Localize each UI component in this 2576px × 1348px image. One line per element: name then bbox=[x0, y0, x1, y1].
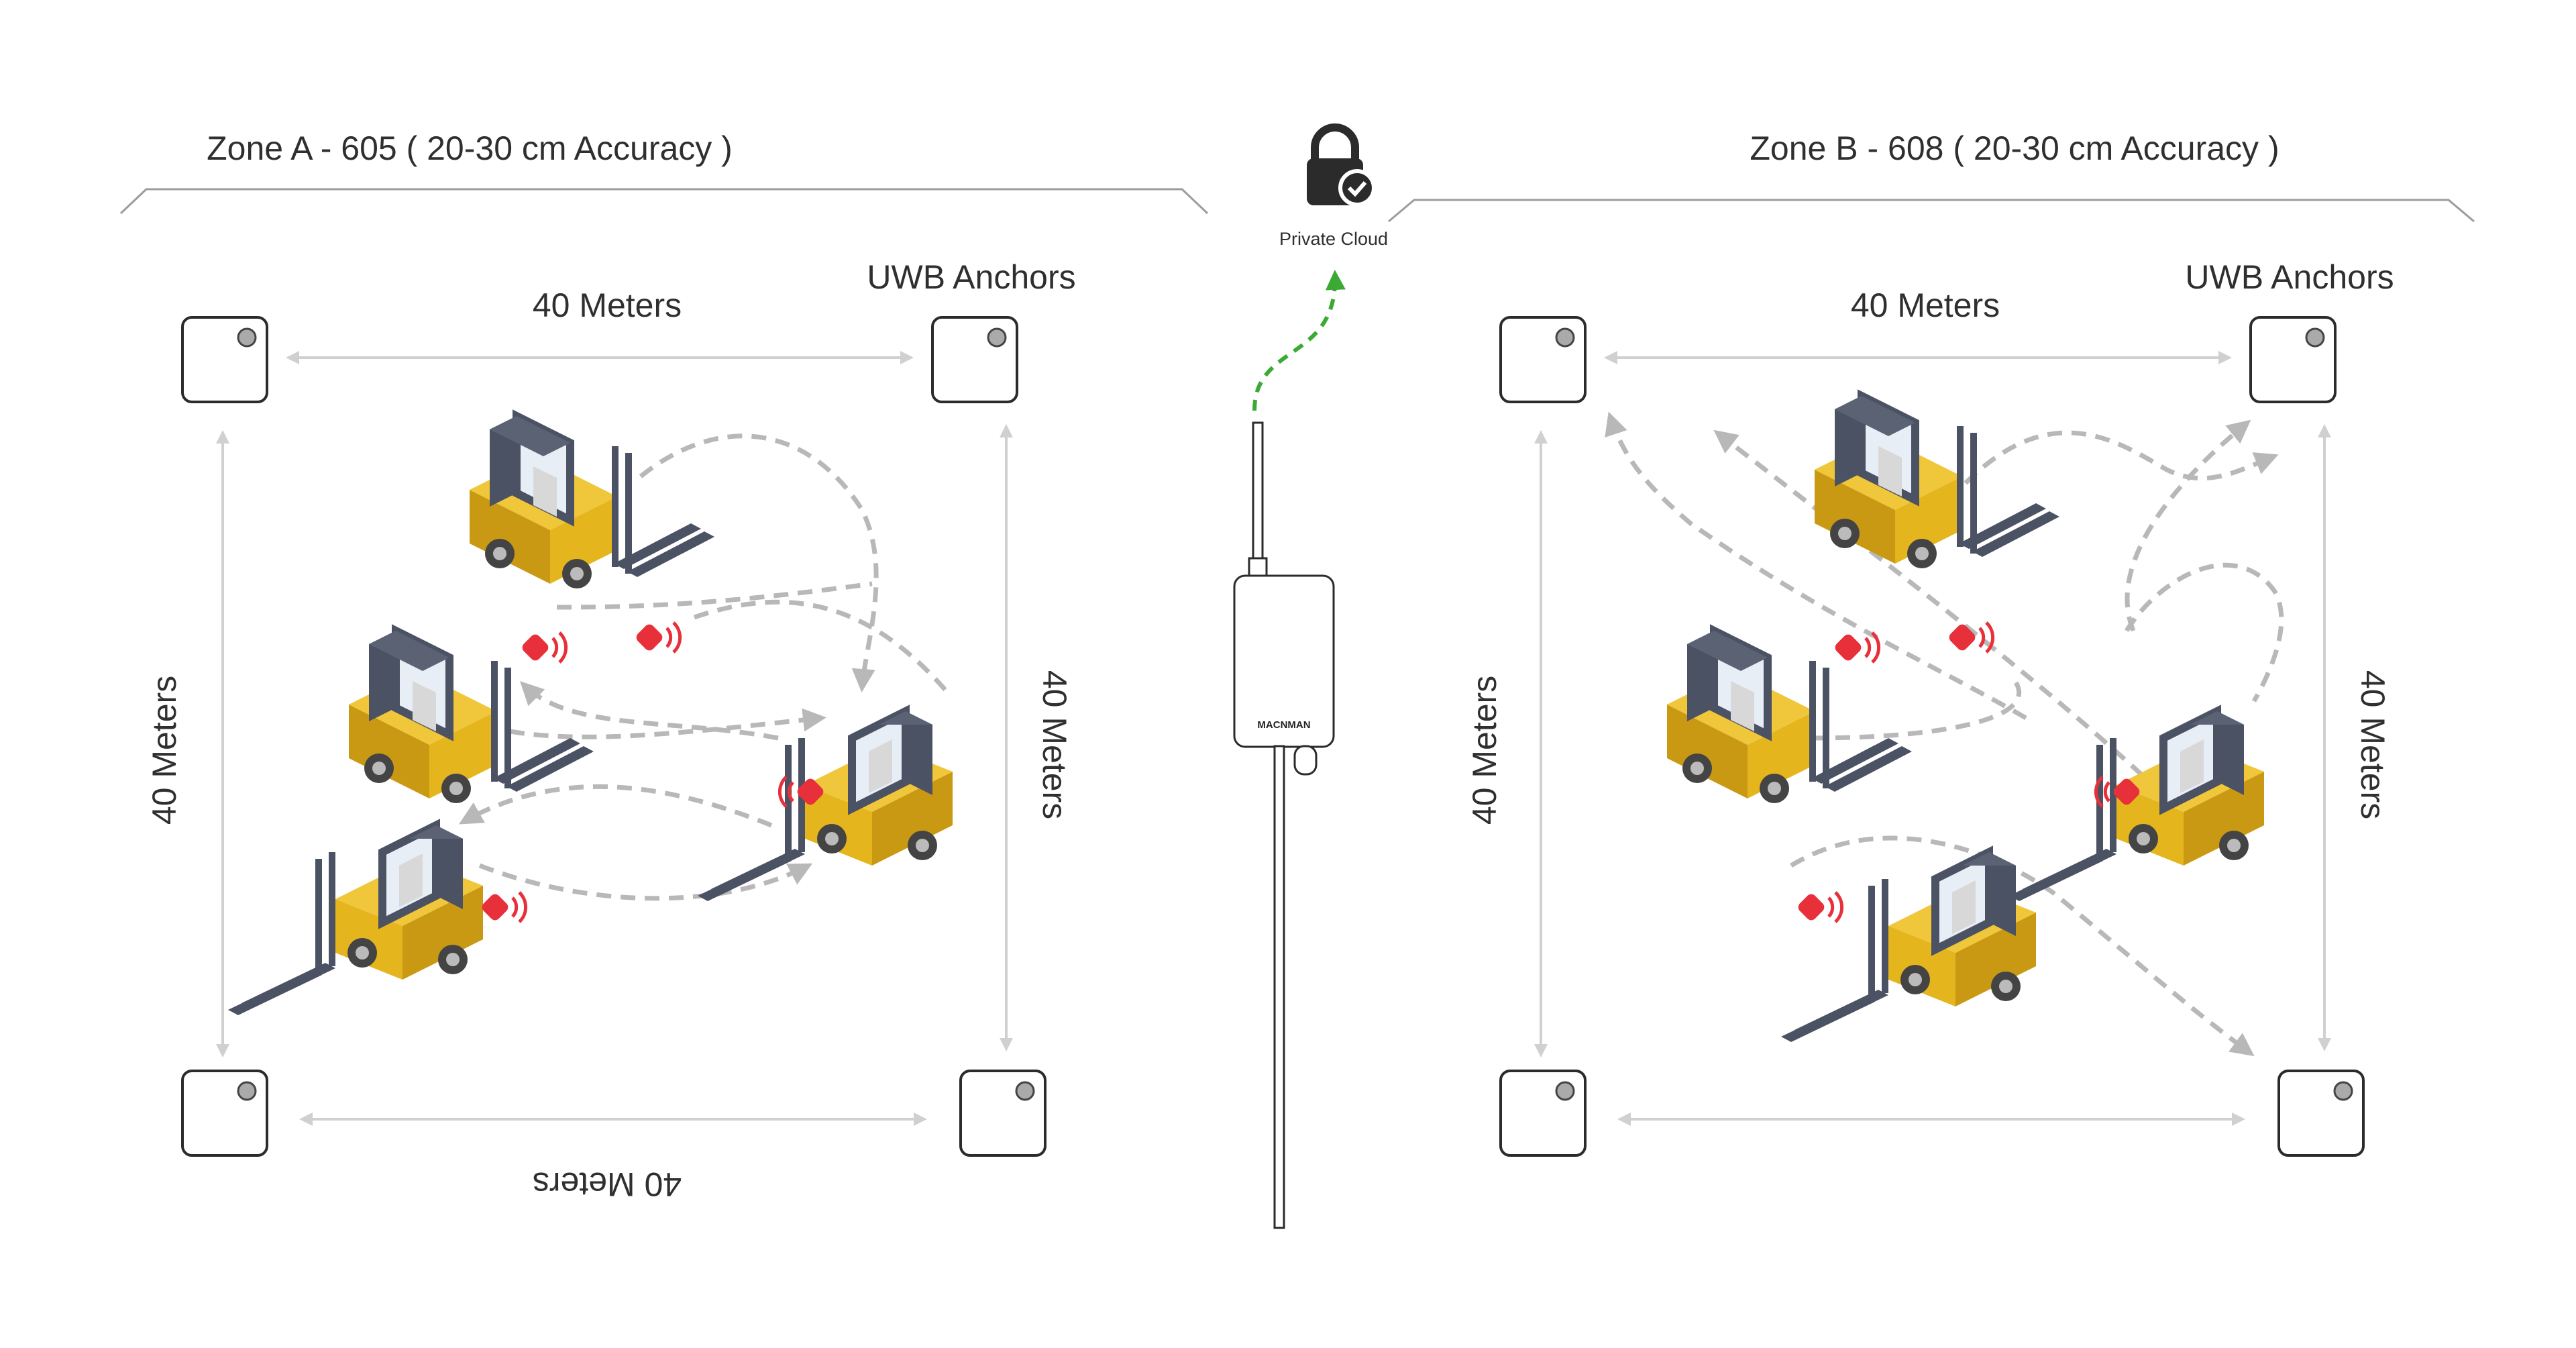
zone-a-top-dimension: 40 Meters bbox=[533, 287, 682, 324]
zone-b-anchor-bottom-right bbox=[2277, 1070, 2365, 1157]
zone-a-tag-2 bbox=[634, 622, 680, 652]
zone-b-anchor-bottom-left bbox=[1499, 1070, 1587, 1157]
zone-a-tag-3 bbox=[480, 892, 525, 922]
zone-b-right-dimension: 40 Meters bbox=[2354, 670, 2392, 819]
zone-b-movement-paths bbox=[1605, 411, 2284, 1057]
zone-b-title: Zone B - 608 ( 20-30 cm Accuracy ) bbox=[1750, 129, 2279, 167]
zone-a-anchor-bottom-right bbox=[959, 1070, 1046, 1157]
zone-b-left-dimension: 40 Meters bbox=[1466, 676, 1503, 825]
lock-check-icon bbox=[1307, 123, 1376, 207]
zone-a-tag-1 bbox=[520, 632, 566, 662]
zone-a-bottom-dimension: 40 Meters bbox=[533, 1165, 682, 1203]
cloud-uplink-path bbox=[1252, 270, 1346, 411]
zone-b-anchor-top-left bbox=[1499, 316, 1587, 403]
zone-a-forklift-2 bbox=[349, 631, 594, 803]
gateway: Private Cloud MACNMAN bbox=[1233, 123, 1388, 1229]
zone-a-anchor-top-left bbox=[181, 316, 268, 403]
zone-a-anchors-label: UWB Anchors bbox=[867, 258, 1075, 296]
zone-a-bracket bbox=[119, 188, 1209, 215]
zone-a-title: Zone A - 605 ( 20-30 cm Accuracy ) bbox=[207, 129, 733, 167]
zone-b: Zone B - 608 ( 20-30 cm Accuracy ) UWB A… bbox=[1388, 129, 2475, 1157]
private-cloud-label: Private Cloud bbox=[1279, 229, 1388, 249]
zone-a-forklift-4 bbox=[228, 825, 483, 1015]
zone-b-forklift-1 bbox=[1815, 396, 2059, 568]
zone-a-anchor-bottom-left bbox=[181, 1070, 268, 1157]
zone-a-right-dimension: 40 Meters bbox=[1036, 670, 1073, 819]
zone-a-anchor-top-right bbox=[931, 316, 1018, 403]
gateway-brand: MACNMAN bbox=[1257, 719, 1310, 731]
zone-a-forklift-1 bbox=[470, 416, 714, 588]
zone-b-anchor-top-right bbox=[2249, 316, 2337, 403]
zone-b-top-dimension: 40 Meters bbox=[1851, 287, 2000, 324]
zone-a-left-dimension: 40 Meters bbox=[146, 676, 183, 825]
zone-b-bracket bbox=[1388, 199, 2475, 223]
zone-b-anchors-label: UWB Anchors bbox=[2185, 258, 2394, 296]
zone-b-forklift-4 bbox=[1781, 852, 2036, 1042]
zone-a-movement-paths bbox=[458, 433, 951, 901]
zone-b-tag-3 bbox=[1796, 892, 1841, 922]
zone-a: Zone A - 605 ( 20-30 cm Accuracy ) UWB A… bbox=[119, 129, 1209, 1203]
gateway-device: MACNMAN bbox=[1233, 421, 1335, 1229]
zone-b-forklift-3 bbox=[2009, 711, 2264, 901]
zone-a-forklift-3 bbox=[698, 711, 953, 901]
